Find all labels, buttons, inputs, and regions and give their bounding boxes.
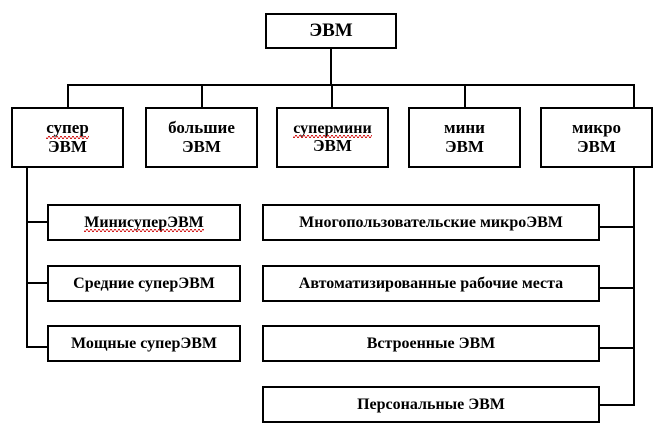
connector-left-stub-1 <box>26 221 49 223</box>
connector-drop-mikro <box>633 84 635 107</box>
connector-right-stub-3 <box>598 347 635 349</box>
node-label: Встроенные ЭВМ <box>366 334 496 352</box>
connector-right-stub-1 <box>598 226 635 228</box>
node-label: ЭВМ <box>309 19 353 41</box>
node-label-line2: ЭВМ <box>445 136 484 156</box>
node-moshnye-super-evm[interactable]: Мощные суперЭВМ <box>47 325 241 362</box>
connector-left-trunk <box>26 168 28 348</box>
node-mnogopolzovatelskie-mikroevm[interactable]: Многопользовательские микроЭВМ <box>262 204 600 241</box>
connector-drop-bolshie <box>201 84 203 107</box>
node-label: Автоматизированные рабочие места <box>298 274 564 292</box>
node-label-line2: ЭВМ <box>182 136 221 156</box>
node-minisuper-evm[interactable]: МинисуперЭВМ <box>47 204 241 241</box>
node-evm-root[interactable]: ЭВМ <box>265 13 397 49</box>
node-supermini-evm[interactable]: супермини ЭВМ <box>276 107 389 168</box>
connector-bus-horizontal <box>67 84 635 86</box>
connector-root-drop <box>330 48 332 84</box>
connector-left-stub-3 <box>26 346 49 348</box>
connector-right-stub-4 <box>598 404 635 406</box>
node-bolshie-evm[interactable]: большие ЭВМ <box>145 107 258 168</box>
node-label: Многопользовательские микроЭВМ <box>299 213 563 231</box>
node-mikro-evm[interactable]: микро ЭВМ <box>540 107 653 168</box>
node-label-line1: большие <box>168 118 235 138</box>
node-label-line2: ЭВМ <box>313 135 352 155</box>
connector-drop-supermini <box>331 84 333 107</box>
node-label: Средние суперЭВМ <box>73 274 215 292</box>
node-personalnye-evm[interactable]: Персональные ЭВМ <box>262 386 600 423</box>
connector-drop-super <box>67 84 69 107</box>
connector-left-stub-2 <box>26 282 49 284</box>
node-label-line1: супер <box>46 118 89 139</box>
node-label-line1: микро <box>571 118 622 138</box>
node-vstroennye-evm[interactable]: Встроенные ЭВМ <box>262 325 600 362</box>
connector-drop-mini <box>464 84 466 107</box>
node-avtomatizirovannye-rabochie-mesta[interactable]: Автоматизированные рабочие места <box>262 265 600 302</box>
node-srednie-super-evm[interactable]: Средние суперЭВМ <box>47 265 241 302</box>
node-label: Персональные ЭВМ <box>357 395 505 413</box>
node-label-line1: супермини <box>293 119 373 139</box>
node-label-line1: мини <box>444 118 485 138</box>
node-mini-evm[interactable]: мини ЭВМ <box>408 107 521 168</box>
node-label-line2: ЭВМ <box>48 136 87 156</box>
node-super-evm[interactable]: супер ЭВМ <box>11 107 124 168</box>
node-label: МинисуперЭВМ <box>84 213 204 233</box>
node-label-line2: ЭВМ <box>577 136 616 156</box>
node-label: Мощные суперЭВМ <box>71 334 217 352</box>
connector-right-stub-2 <box>598 287 635 289</box>
